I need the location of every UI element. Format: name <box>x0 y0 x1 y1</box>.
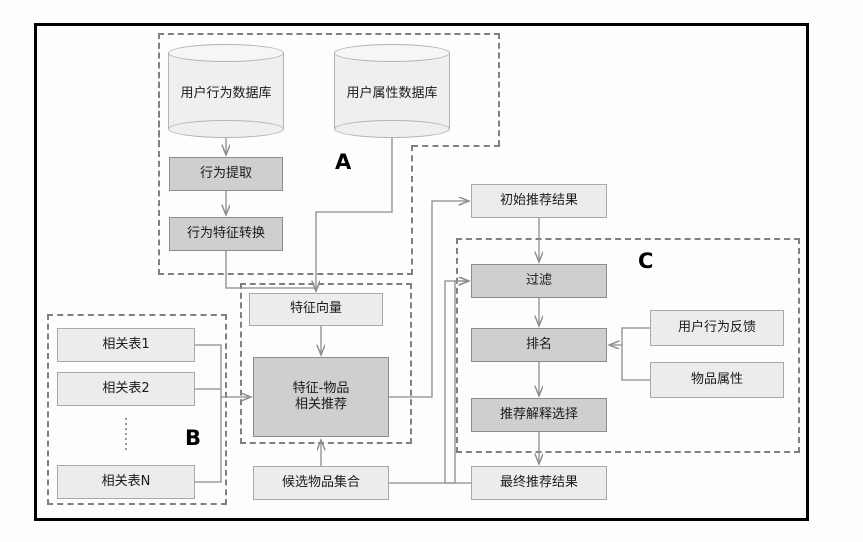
db-user-attribute-label: 用户属性数据库 <box>346 85 438 101</box>
group-box-a-bottom <box>158 273 413 275</box>
node-behavior-extraction[interactable]: 行为提取 <box>169 157 283 191</box>
node-behavior-feature-transform[interactable]: 行为特征转换 <box>169 217 283 251</box>
group-letter-b: B <box>185 426 202 450</box>
node-relation-table-n[interactable]: 相关表N <box>57 465 195 499</box>
db-user-behavior-body <box>168 53 284 129</box>
node-final-recommend-result[interactable]: 最终推荐结果 <box>471 466 607 500</box>
node-item-attribute[interactable]: 物品属性 <box>650 362 784 398</box>
node-recommend-explain-select[interactable]: 推荐解释选择 <box>471 398 607 432</box>
group-letter-c: C <box>638 249 654 273</box>
db-user-behavior-bottom <box>168 120 284 138</box>
node-filter[interactable]: 过滤 <box>471 264 607 298</box>
db-user-attribute-bottom <box>334 120 450 138</box>
group-box-a-lower-right-wall <box>411 145 413 275</box>
node-feature-vector[interactable]: 特征向量 <box>249 293 383 326</box>
node-initial-recommend-result[interactable]: 初始推荐结果 <box>471 184 607 218</box>
node-relation-table-2[interactable]: 相关表2 <box>57 372 195 406</box>
group-box-a-step-top <box>412 145 500 147</box>
node-feature-item-recommend[interactable]: 特征-物品 相关推荐 <box>253 357 389 437</box>
db-user-behavior-label: 用户行为数据库 <box>180 85 272 101</box>
db-user-behavior-top <box>168 44 284 62</box>
db-user-attribute-body <box>334 53 450 129</box>
group-box-a-left-wall <box>158 33 160 275</box>
node-user-behavior-feedback[interactable]: 用户行为反馈 <box>650 310 784 346</box>
db-user-behavior[interactable]: 用户行为数据库 <box>168 44 284 138</box>
node-ranking[interactable]: 排名 <box>471 328 607 362</box>
db-user-attribute-top <box>334 44 450 62</box>
group-letter-a: A <box>335 150 352 174</box>
node-relation-table-1[interactable]: 相关表1 <box>57 328 195 362</box>
node-candidate-item-set[interactable]: 候选物品集合 <box>253 466 389 500</box>
db-user-attribute[interactable]: 用户属性数据库 <box>334 44 450 138</box>
vertical-ellipsis-icon <box>125 418 127 450</box>
group-box-b <box>47 314 227 505</box>
group-box-a-upper-right-wall <box>498 33 500 146</box>
